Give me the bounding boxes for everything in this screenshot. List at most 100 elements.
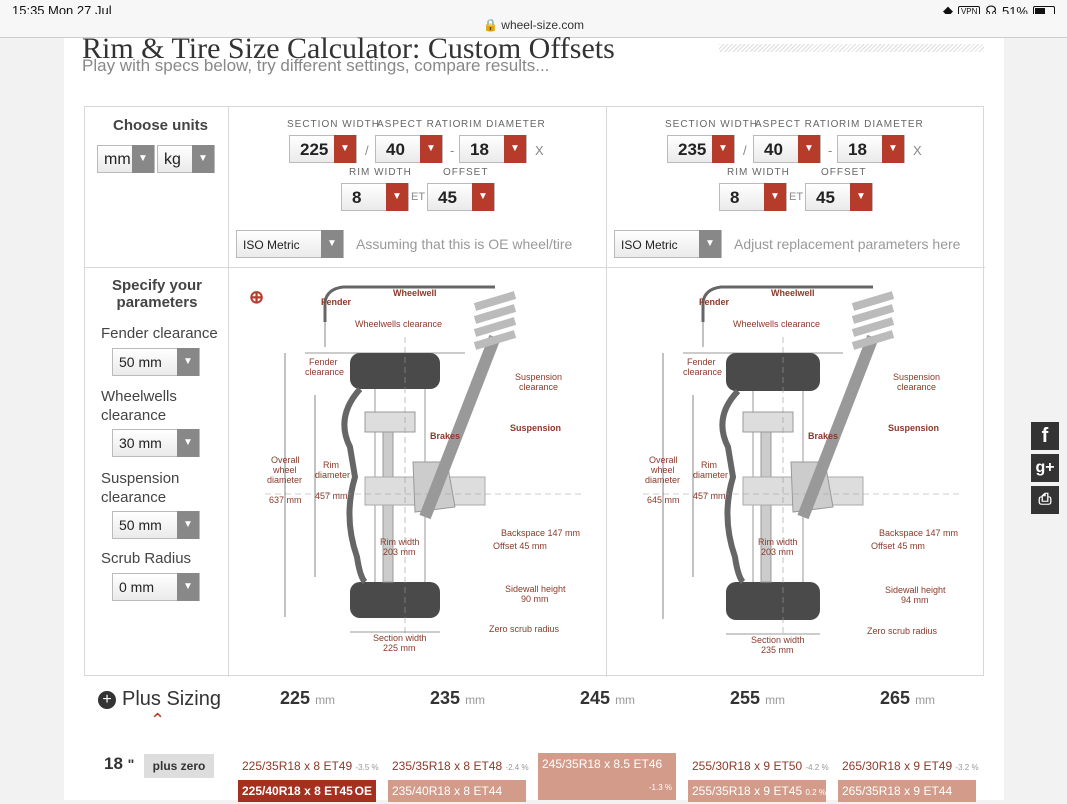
url-label: wheel-size.com <box>501 18 584 32</box>
x-sep: x <box>304 784 311 798</box>
label-rim-width: Rim width <box>758 537 798 547</box>
x-sep: x <box>304 759 311 773</box>
lock-icon: 🔒 <box>483 18 498 32</box>
length-unit-value: mm <box>104 151 131 168</box>
repl-system-select[interactable]: ISO Metric▼ <box>614 230 722 258</box>
oe-offset-select[interactable]: 45▼ <box>427 183 495 211</box>
chevron-down-icon: ▼ <box>334 135 356 163</box>
et-text: ET44 <box>473 784 503 798</box>
label-overall-diameter: diameter <box>645 475 680 485</box>
repl-overall-value: 645 mm <box>647 495 680 505</box>
et-text: ET45 <box>773 784 803 798</box>
size-cell[interactable]: 225/35R18 x 8 ET49 -3.5 % <box>238 755 379 777</box>
length-unit-select[interactable]: mm▼ <box>97 145 155 173</box>
et-label: ET <box>411 191 426 203</box>
repl-aspect-ratio-select[interactable]: 40▼ <box>753 135 821 163</box>
chevron-down-icon: ▼ <box>132 145 154 173</box>
repl-section-width-value: 235 <box>678 140 707 159</box>
label-rim-diameter: diameter <box>693 470 728 480</box>
size-cell[interactable]: 245/35R18 x 8.5 ET46-1.3 % <box>538 753 676 800</box>
oe-section-width-select[interactable]: 225▼ <box>289 135 357 163</box>
size-cell[interactable]: 255/35R18 x 9 ET45 0.2 % <box>688 780 826 802</box>
label-rim-diameter: diameter <box>315 470 350 480</box>
size-text: 255/35R18 <box>692 784 751 798</box>
plus-sizing-toggle[interactable]: +Plus Sizing <box>98 688 221 711</box>
fender-clearance-value: 50 mm <box>119 354 162 370</box>
label-zero-scrub: Zero scrub radius <box>489 624 560 634</box>
x-sep: x <box>754 759 761 773</box>
repl-backspace: Backspace 147 mm <box>879 528 958 538</box>
oe-aspect-ratio-select[interactable]: 40▼ <box>375 135 443 163</box>
chevron-down-icon: ▼ <box>321 230 343 258</box>
size-cell[interactable]: 235/35R18 x 8 ET48 -2.4 % <box>388 755 529 777</box>
chevron-down-icon: ▼ <box>764 183 786 211</box>
address-bar[interactable]: 🔒 wheel-size.com <box>0 14 1067 38</box>
facebook-share-button[interactable]: f <box>1031 422 1059 450</box>
label-brakes: Brakes <box>430 431 460 441</box>
label-sidewall-height: Sidewall height <box>885 585 946 595</box>
repl-rim-diameter-value: 18 <box>848 140 867 159</box>
scrub-radius-value: 0 mm <box>119 579 154 595</box>
wheelwells-clearance-select[interactable]: 30 mm▼ <box>112 429 200 457</box>
suspension-clearance-select[interactable]: 50 mm▼ <box>112 511 200 539</box>
print-button[interactable]: ⎙ <box>1031 486 1059 514</box>
pct-text: -3.5 % <box>355 763 379 772</box>
google-plus-share-button[interactable]: g+ <box>1031 454 1059 482</box>
et-text: ET46 <box>633 757 663 771</box>
size-cell[interactable]: 235/40R18 x 8 ET44 <box>388 780 526 802</box>
page: Rim & Tire Size Calculator: Custom Offse… <box>64 32 1004 802</box>
suspension-clearance-label: Suspension clearance <box>101 470 180 506</box>
label-rim-width: Rim width <box>380 537 420 547</box>
oe-offset-value: 45 <box>438 188 457 207</box>
section-width-label: SECTION WIDTH <box>665 119 758 130</box>
width-column-265: 265 mm <box>880 688 935 709</box>
zoom-in-icon[interactable]: ⊕ <box>249 287 265 307</box>
et-text: ET44 <box>923 784 953 798</box>
size-cell[interactable]: 255/30R18 x 9 ET50 -4.2 % <box>688 755 829 777</box>
repl-rim-diameter-select[interactable]: 18▼ <box>837 135 905 163</box>
x-separator: X <box>535 143 544 158</box>
repl-section-width-select[interactable]: 235 ▼ <box>667 135 735 163</box>
scrub-radius-select[interactable]: 0 mm▼ <box>112 573 200 601</box>
chevron-down-icon: ▼ <box>712 135 734 163</box>
weight-unit-select[interactable]: kg▼ <box>157 145 215 173</box>
dash-separator: - <box>828 143 833 158</box>
oe-rim-width-select[interactable]: 8▼ <box>341 183 409 211</box>
label-overall-diameter: diameter <box>267 475 302 485</box>
width-text: 9 <box>913 759 921 773</box>
repl-note: Adjust replacement parameters here <box>734 236 961 252</box>
calculator-panel: Choose units mm▼ kg▼ SECTION WIDTH ASPEC… <box>84 106 985 677</box>
units-heading: Choose units <box>113 117 209 134</box>
repl-offset-select[interactable]: 45▼ <box>805 183 873 211</box>
plus-icon: + <box>98 691 116 709</box>
x-sep: x <box>454 784 461 798</box>
chevron-down-icon: ▼ <box>177 429 199 457</box>
et-label: ET <box>789 191 804 203</box>
size-text: 255/30R18 <box>692 759 751 773</box>
width-column-235: 235 mm <box>430 688 485 709</box>
repl-aspect-ratio-value: 40 <box>764 140 783 159</box>
repl-offset: Offset 45 mm <box>871 541 925 551</box>
fender-clearance-select[interactable]: 50 mm▼ <box>112 348 200 376</box>
chevron-up-icon[interactable]: ⌃ <box>150 710 166 730</box>
size-cell[interactable]: 265/30R18 x 9 ET49 -3.2 % <box>838 755 979 777</box>
label-fender-clearance: clearance <box>305 367 344 377</box>
wifi-icon: ◆ <box>942 3 953 18</box>
label-suspension-clearance: clearance <box>897 382 936 392</box>
et-text: ET49 <box>323 759 353 773</box>
oe-rim-diameter-select[interactable]: 18▼ <box>459 135 527 163</box>
label-overall-diameter: Overall <box>271 455 300 465</box>
repl-rim-diameter-value: 457 mm <box>693 491 726 501</box>
size-cell[interactable]: 265/35R18 x 9 ET44 <box>838 780 976 802</box>
oe-system-select[interactable]: ISO Metric▼ <box>236 230 344 258</box>
repl-section-value: 235 mm <box>761 645 794 655</box>
offset-label: OFFSET <box>821 167 867 178</box>
et-text: ET45 <box>324 784 353 798</box>
suspension-clearance-value: 50 mm <box>119 517 162 533</box>
params-heading: Specify your parameters <box>111 277 203 311</box>
url-text[interactable]: 🔒 wheel-size.com <box>0 18 1067 32</box>
repl-rim-width-select[interactable]: 8▼ <box>719 183 787 211</box>
size-text: 225/40R18 <box>242 784 301 798</box>
oe-wheel-diagram: Fender Wheelwell Wheelwells clearance Fe… <box>265 285 585 653</box>
